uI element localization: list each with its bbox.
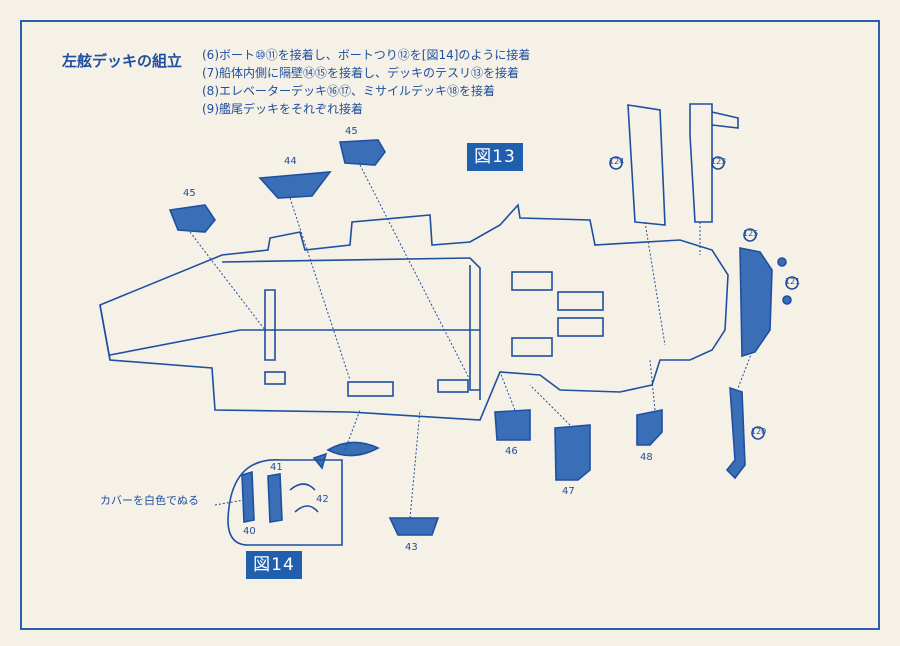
deck-slot-3 [264, 371, 286, 385]
deck-slot-1 [347, 381, 394, 397]
section-title: 左舷デッキの組立 [62, 52, 183, 70]
part-label-125: 125 [743, 229, 759, 238]
part-label-45-left: 45 [183, 188, 196, 199]
instruction-steps: (6)ボート⑩⑪を接着し、ボートつり⑫を[図14]のように接着 (7)船体内側に… [202, 46, 530, 118]
deck-opening-1 [511, 271, 553, 291]
fig14-davit-1 [289, 483, 316, 491]
part-45-left [168, 204, 216, 233]
part-label-43: 43 [405, 542, 418, 553]
figure-13-label: 図13 [467, 143, 523, 171]
part-47-piece [554, 424, 591, 481]
leader-lines [189, 164, 753, 519]
part-43-piece [388, 517, 440, 536]
part-48-piece [636, 409, 663, 446]
part-121-bottom [782, 295, 792, 305]
part-label-123: 123 [711, 157, 727, 166]
part-label-120: 120 [751, 427, 767, 436]
part-label-46: 46 [505, 446, 518, 457]
figure-14-label: 図14 [246, 551, 302, 579]
part-45-top [338, 139, 386, 166]
fig14-davit-2 [294, 505, 319, 513]
figure-14-inset [227, 459, 343, 546]
callout-circle-121 [785, 276, 799, 290]
part-44-piece [258, 171, 332, 199]
deck-opening-2 [557, 291, 604, 311]
callout-circle-124 [609, 156, 623, 170]
hull-deck-line [221, 257, 481, 400]
part-label-42: 42 [316, 494, 329, 505]
part-46-piece [494, 409, 531, 441]
page-frame [20, 20, 880, 630]
part-label-45-top: 45 [345, 126, 358, 137]
hull-outline [99, 203, 729, 421]
boat-arrow [312, 452, 328, 470]
part-121-top [777, 257, 787, 267]
part-label-48: 48 [640, 452, 653, 463]
hull-inner-line [109, 329, 480, 356]
part-label-47: 47 [562, 486, 575, 497]
fig14-boat-left [241, 470, 255, 523]
hull-rib-1 [264, 289, 276, 361]
part-125-piece [739, 247, 773, 358]
fig14-boat-right [267, 473, 283, 523]
hull-stern-detail [99, 304, 111, 361]
part-123-tab [711, 111, 739, 129]
part-120-piece [725, 386, 746, 480]
callout-circle-120 [751, 426, 765, 440]
deck-opening-4 [511, 337, 553, 357]
step-7: (7)船体内側に隔壁⑭⑮を接着し、デッキのテスリ⑬を接着 [202, 66, 520, 80]
paint-note: カバーを白色でぬる [100, 494, 199, 507]
hull-rib-2 [469, 265, 480, 391]
callout-circle-125 [743, 228, 757, 242]
callout-circle-123 [711, 156, 725, 170]
deck-opening-3 [557, 317, 604, 337]
deck-slot-2 [437, 379, 469, 393]
step-6: (6)ボート⑩⑪を接着し、ボートつり⑫を[図14]のように接着 [202, 48, 531, 62]
part-label-41: 41 [270, 462, 283, 473]
part-label-44: 44 [284, 156, 297, 167]
part-123-panel [689, 103, 713, 223]
step-9: (9)艦尾デッキをそれぞれ接着 [202, 102, 363, 116]
part-label-40: 40 [243, 526, 256, 537]
part-124-panel [627, 104, 666, 226]
boat-part-40 [326, 441, 380, 457]
step-8: (8)エレベーターデッキ⑯⑰、ミサイルデッキ⑱を接着 [202, 84, 496, 98]
part-label-121: 121 [785, 277, 801, 286]
part-label-124: 124 [609, 157, 625, 166]
